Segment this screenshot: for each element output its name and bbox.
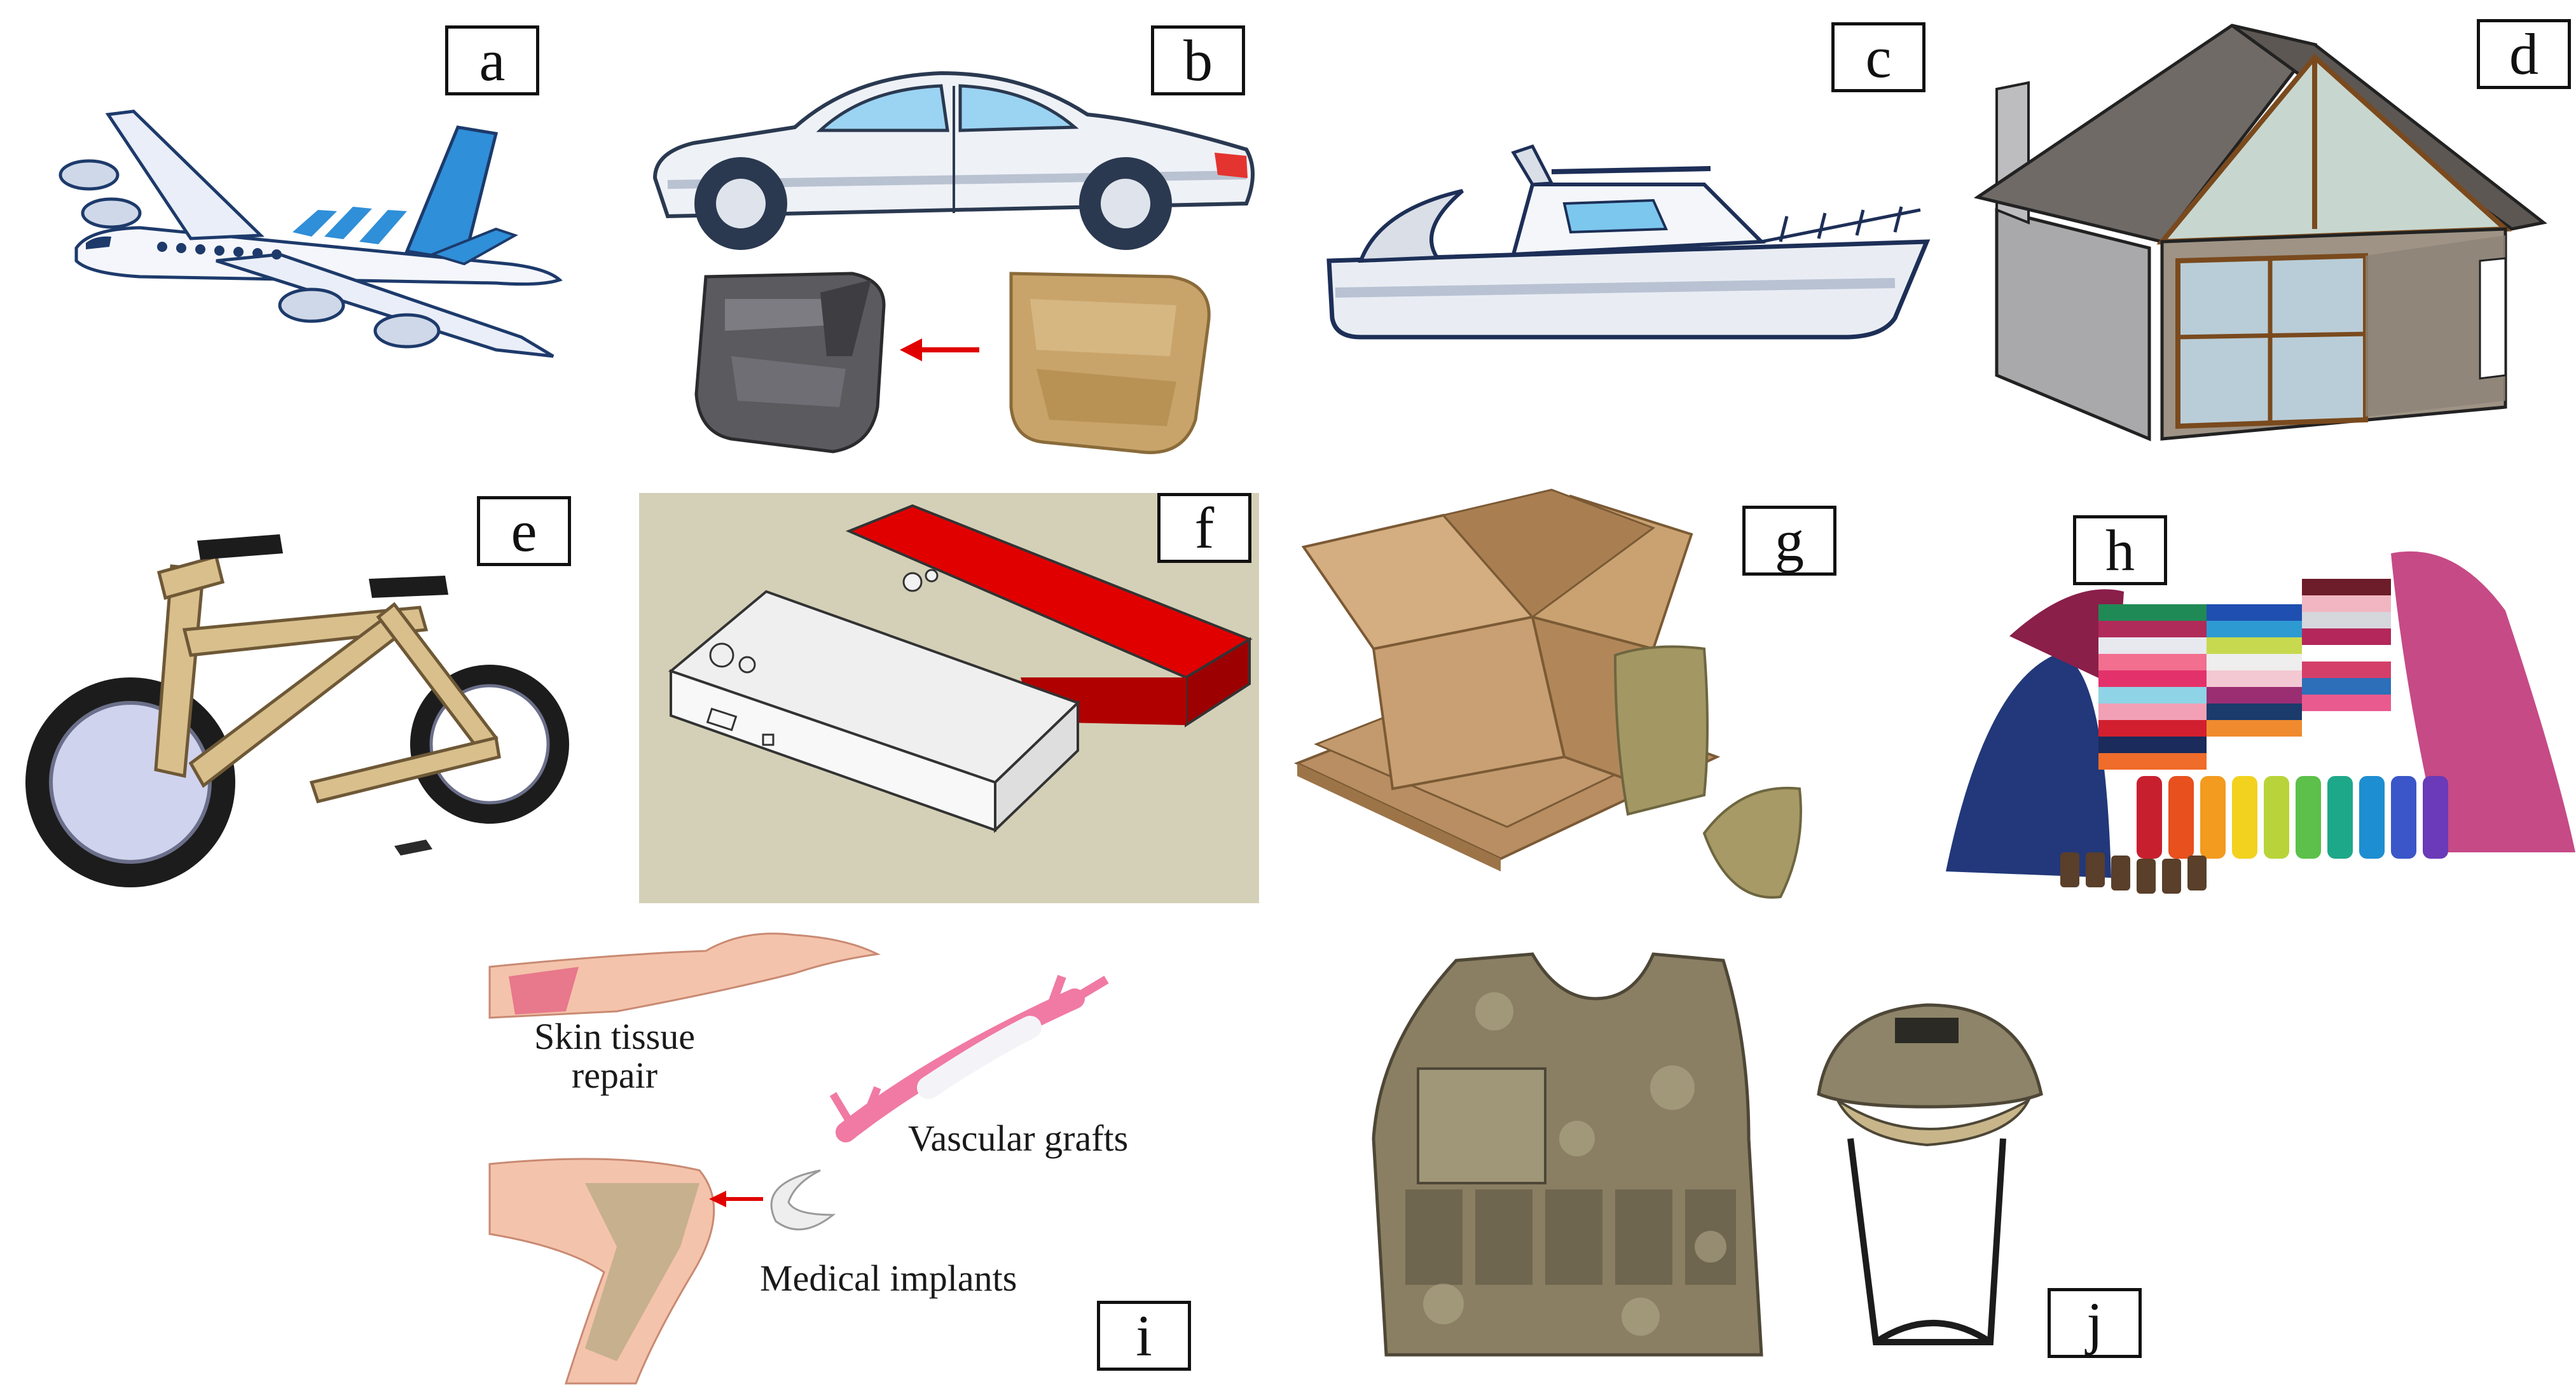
- panel-label: f: [1157, 493, 1251, 563]
- airplane-icon: [59, 109, 563, 358]
- panel-i: Skin tissue repair Vascular grafts Medic…: [488, 916, 1215, 1385]
- panel-d: d: [1959, 19, 2575, 445]
- packaging-icon: [1293, 489, 1802, 899]
- panel-f: f: [639, 493, 1259, 903]
- boat-icon: [1326, 144, 1931, 340]
- caption-line: repair: [571, 1054, 658, 1096]
- panel-label: b: [1151, 25, 1245, 95]
- vascular-grafts-caption: Vascular grafts: [908, 1118, 1129, 1159]
- panel-e: e: [13, 483, 591, 903]
- panel-b: b: [642, 25, 1255, 458]
- caption-line: Skin tissue: [534, 1016, 695, 1057]
- house-icon: [1973, 24, 2547, 441]
- panel-h: h: [1946, 496, 2575, 903]
- bicycle-icon: [25, 534, 569, 887]
- panel-label: d: [2477, 19, 2571, 89]
- panel-label: a: [445, 25, 539, 95]
- body-armor-icon: [1372, 952, 2043, 1357]
- panel-a: a: [51, 25, 623, 358]
- biomedical-illustration: [488, 932, 1109, 1385]
- panel-label: i: [1097, 1301, 1191, 1371]
- panel-label: c: [1831, 22, 1925, 92]
- panel-label: j: [2048, 1288, 2142, 1358]
- panel-c: c: [1323, 22, 1933, 356]
- panel-label: g: [1742, 506, 1836, 576]
- medical-implants-caption: Medical implants: [760, 1258, 1017, 1299]
- car-icon: [652, 71, 1255, 454]
- panel-label: h: [2073, 515, 2167, 585]
- panel-label: e: [477, 496, 571, 566]
- skin-tissue-caption: Skin tissue repair: [534, 1016, 695, 1096]
- panel-j: j: [1367, 948, 2162, 1380]
- textile-icon: [1946, 551, 2575, 894]
- device-casing-icon: [668, 504, 1253, 833]
- panel-g: g: [1293, 489, 1933, 910]
